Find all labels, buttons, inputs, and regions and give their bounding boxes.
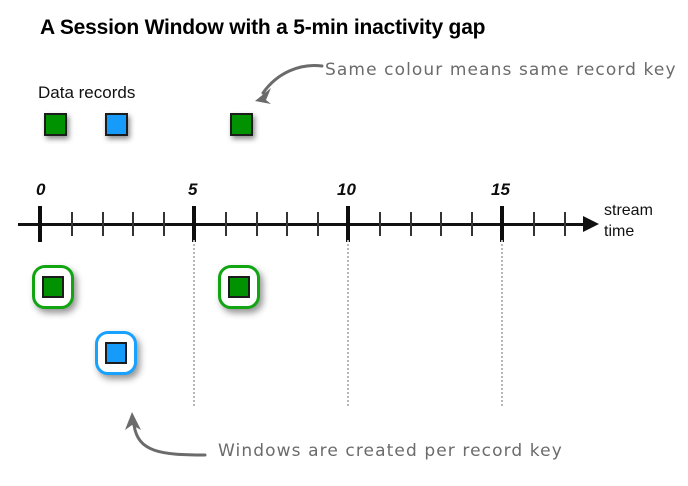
axis-tick-12: [410, 212, 412, 236]
axis-tick-10: [346, 206, 350, 242]
axis-label-0: 0: [36, 180, 46, 199]
window-record-blue-1: [105, 342, 127, 364]
data-record-blue-1: [105, 113, 128, 136]
guide-line-15: [501, 240, 503, 406]
axis-tick-1: [71, 212, 73, 236]
axis-tick-11: [379, 212, 381, 236]
timeline-axis: [18, 223, 588, 226]
axis-tick-13: [440, 212, 442, 236]
axis-tick-5: [192, 206, 196, 242]
axis-tick-9: [317, 212, 319, 236]
axis-tick-16: [533, 212, 535, 236]
axis-tick-2: [102, 212, 104, 236]
axis-tick-4: [163, 212, 165, 236]
axis-tick-0: [38, 206, 42, 242]
axis-tick-17: [564, 212, 566, 236]
session-window-green-2: [218, 265, 260, 309]
annotation-arrow-top-icon: [255, 63, 324, 104]
annotation-arrow-bottom-icon: [125, 412, 207, 457]
timeline-arrow-icon: [583, 216, 599, 232]
session-window-green-1: [32, 265, 74, 309]
axis-title-line2: time: [604, 223, 635, 240]
axis-label-5: 5: [188, 180, 198, 199]
axis-tick-3: [132, 212, 134, 236]
page-title: A Session Window with a 5-min inactivity…: [40, 16, 486, 39]
guide-line-5: [193, 240, 195, 406]
window-record-green-2: [228, 276, 250, 298]
axis-label-15: 15: [491, 180, 510, 199]
axis-tick-14: [471, 212, 473, 236]
guide-line-10: [347, 240, 349, 406]
session-window-blue-1: [95, 331, 137, 375]
data-records-label: Data records: [38, 83, 136, 102]
axis-tick-6: [225, 212, 227, 236]
window-record-green-1: [42, 276, 64, 298]
axis-tick-7: [256, 212, 258, 236]
axis-title: stream time: [604, 200, 684, 242]
data-record-green-2: [230, 113, 253, 136]
axis-label-10: 10: [337, 180, 356, 199]
annotation-top-text: Same colour means same record key: [325, 60, 677, 80]
annotation-bottom-text: Windows are created per record key: [218, 441, 563, 461]
axis-tick-15: [500, 206, 504, 242]
data-record-green-1: [44, 113, 67, 136]
axis-title-line1: stream: [604, 202, 653, 219]
axis-tick-8: [286, 212, 288, 236]
